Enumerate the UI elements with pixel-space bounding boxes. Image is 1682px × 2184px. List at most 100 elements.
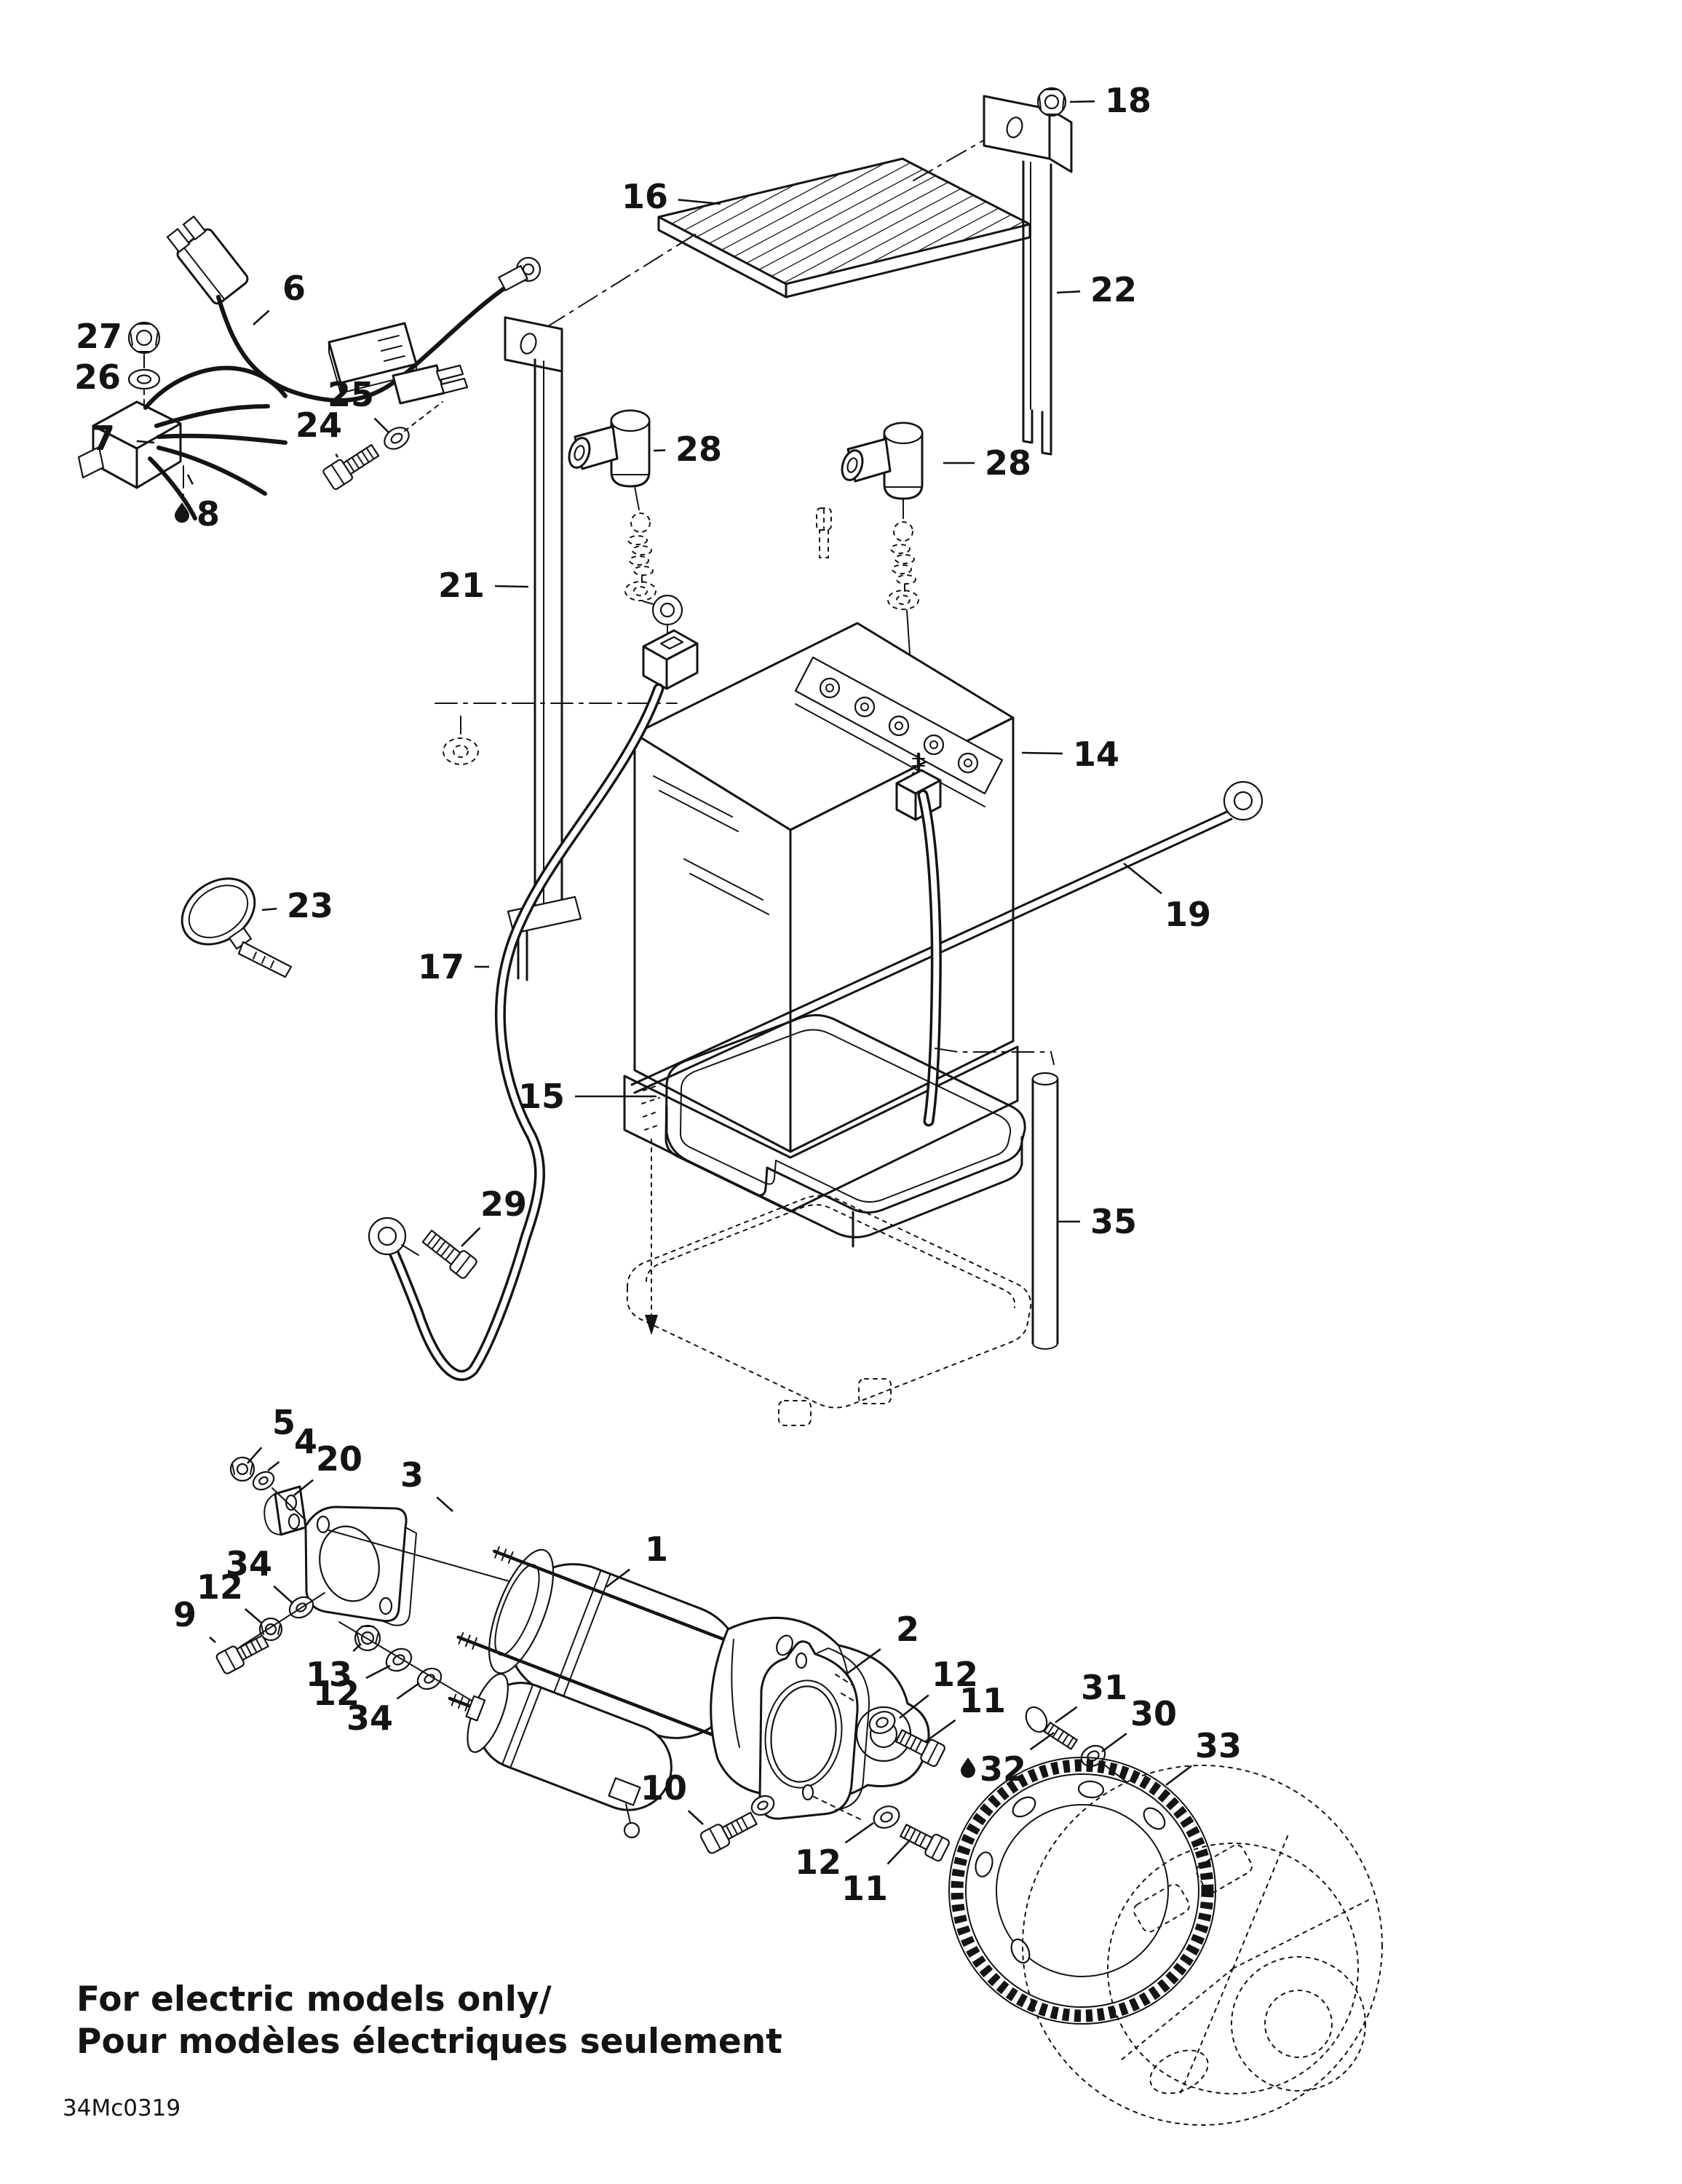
callout-35: 35 (1090, 1202, 1137, 1241)
callout-12: 12 (795, 1843, 841, 1882)
bolt-11-washer-12-upper (868, 1711, 945, 1768)
callout-22: 22 (1090, 270, 1137, 309)
callout-9: 9 (173, 1595, 197, 1634)
bolt-29 (421, 1230, 477, 1279)
callout-33: 33 (1195, 1726, 1242, 1765)
cable-tie (181, 877, 293, 978)
battery-pad-plate (545, 119, 1031, 328)
callout-26: 26 (74, 357, 121, 397)
callout-leader-12 (899, 1694, 929, 1720)
electronic-module (77, 365, 287, 521)
callout-leader-22 (1056, 290, 1081, 294)
callout-12: 12 (313, 1674, 360, 1713)
callout-leader-1 (606, 1568, 631, 1588)
loctite-drop-icon (961, 1757, 975, 1778)
callout-6: 6 (282, 269, 306, 308)
callout-leader-12 (365, 1664, 391, 1679)
starter-spacer-plate (758, 1640, 870, 1822)
callout-leader-24 (335, 453, 339, 458)
nut-5-washer-4-clip-20 (229, 1456, 307, 1536)
callout-21: 21 (438, 566, 485, 605)
callout-13: 13 (306, 1655, 352, 1694)
bolt-10 (699, 1795, 775, 1854)
battery-bracket-long (983, 95, 1073, 456)
vent-caps (819, 677, 979, 774)
callout-7: 7 (92, 419, 115, 458)
bolt-9-nut-12-washer-34 (215, 1592, 325, 1674)
document-code: 34Mc0319 (63, 2095, 181, 2121)
battery-tray (665, 1014, 1055, 1248)
nut-27 (127, 321, 161, 368)
callout-5: 5 (272, 1403, 295, 1442)
callout-29: 29 (480, 1184, 527, 1224)
callout-leader-19 (1123, 862, 1162, 895)
callout-leader-25 (373, 417, 389, 433)
loctite-drop-icon (175, 502, 189, 523)
callout-leader-12 (244, 1608, 263, 1624)
caption-line-1: For electric models only/ (76, 1979, 552, 2019)
callout-leader-12 (844, 1821, 874, 1844)
callout-11: 11 (959, 1681, 1006, 1720)
cable-ring-terminal (368, 1216, 407, 1256)
bolt-24-washer-25 (322, 401, 443, 490)
callout-28: 28 (985, 443, 1031, 483)
battery-bracket-short (435, 316, 678, 981)
callout-leader-11 (886, 1840, 911, 1865)
flywheel-ring-gear (948, 1757, 1216, 2025)
ground-cable (368, 683, 942, 1381)
solenoid-terminal (608, 1777, 641, 1839)
callout-1: 1 (645, 1530, 668, 1569)
starter-mount-plate (304, 1506, 618, 1626)
caption: For electric models only/ Pour modèles é… (63, 1979, 782, 2121)
battery (623, 594, 1019, 1213)
callout-leader-7 (136, 440, 155, 444)
callout-28: 28 (675, 430, 722, 469)
callout-34: 34 (226, 1544, 272, 1583)
callout-leader-20 (293, 1479, 314, 1497)
nut-18 (1036, 87, 1067, 117)
callout-17: 17 (418, 947, 464, 986)
callout-27: 27 (76, 317, 122, 356)
spacer-rod (1031, 1072, 1059, 1350)
bolt-31-washer-30 (1025, 1706, 1127, 1783)
callout-16: 16 (622, 177, 668, 216)
ring-terminal-icon (498, 256, 542, 291)
callout-leader-31 (1055, 1706, 1078, 1724)
callout-leader-4 (267, 1461, 280, 1472)
callout-leader-34 (273, 1585, 293, 1604)
callout-19: 19 (1165, 895, 1211, 934)
callout-leader-13 (352, 1643, 362, 1653)
bolt-11-washer-12-lower (873, 1805, 950, 1862)
small-screw-dashed (816, 507, 832, 558)
callout-8: 8 (197, 494, 220, 534)
callout-leader-32 (1029, 1731, 1055, 1751)
callout-leader-10 (687, 1810, 704, 1825)
callout-12: 12 (932, 1655, 978, 1694)
wiring-harness (166, 215, 542, 405)
callout-leader-30 (1101, 1733, 1127, 1753)
callout-leader-28 (653, 449, 666, 452)
callout-31: 31 (1081, 1668, 1127, 1707)
nut-13-washer-12-washer-34 (338, 1621, 472, 1701)
callout-30: 30 (1130, 1694, 1177, 1733)
callout-3: 3 (400, 1455, 424, 1495)
callout-leader-5 (247, 1447, 263, 1464)
callout-leader-21 (494, 585, 529, 588)
callout-leader-9 (209, 1636, 216, 1643)
callout-12: 12 (197, 1567, 243, 1607)
callout-leader-29 (461, 1227, 481, 1247)
callout-leader-18 (1069, 100, 1095, 103)
callout-leader-8 (186, 474, 194, 485)
callout-leader-34 (396, 1682, 420, 1700)
callout-15: 15 (518, 1077, 565, 1116)
callout-labels: 1234567891011121212121113141516171819202… (74, 81, 1242, 1908)
callout-14: 14 (1073, 735, 1119, 774)
callout-2: 2 (896, 1610, 919, 1649)
callout-34: 34 (346, 1698, 393, 1738)
callout-leader-6 (253, 309, 270, 325)
callout-18: 18 (1105, 81, 1151, 120)
callout-leader-11 (925, 1719, 956, 1743)
washer-26 (127, 368, 161, 408)
